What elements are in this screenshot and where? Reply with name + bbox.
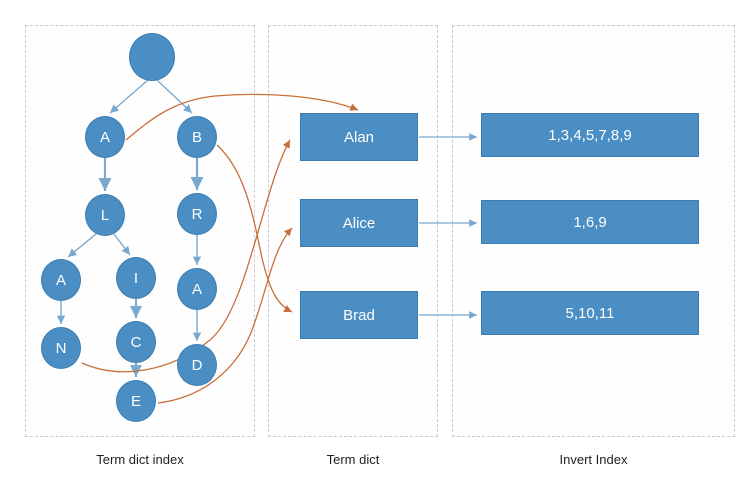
tree-node-a-3[interactable]: A	[177, 268, 217, 310]
tree-node-d-1[interactable]: D	[177, 344, 217, 386]
tree-node-l-1[interactable]: L	[85, 194, 125, 236]
tree-node-a-2[interactable]: A	[41, 259, 81, 301]
tree-node-n-1[interactable]: N	[41, 327, 81, 369]
panel-term-dict-index	[25, 25, 255, 437]
tree-node-i-1[interactable]: I	[116, 257, 156, 299]
caption-term-dict-index: Term dict index	[96, 452, 184, 467]
tree-node-b-1[interactable]: B	[177, 116, 217, 158]
tree-node-a-1[interactable]: A	[85, 116, 125, 158]
tree-node-c-1[interactable]: C	[116, 321, 156, 363]
term-dict-entry-alice[interactable]: Alice	[300, 199, 418, 247]
posting-list-alice[interactable]: 1,6,9	[481, 200, 699, 244]
posting-list-alan[interactable]: 1,3,4,5,7,8,9	[481, 113, 699, 157]
term-dict-entry-alan[interactable]: Alan	[300, 113, 418, 161]
tree-node-e-1[interactable]: E	[116, 380, 156, 422]
tree-node-r-1[interactable]: R	[177, 193, 217, 235]
caption-invert-index: Invert Index	[559, 452, 628, 467]
caption-term-dict: Term dict	[326, 452, 380, 467]
term-dict-entry-brad[interactable]: Brad	[300, 291, 418, 339]
tree-node-root[interactable]	[129, 33, 175, 81]
posting-list-brad[interactable]: 5,10,11	[481, 291, 699, 335]
